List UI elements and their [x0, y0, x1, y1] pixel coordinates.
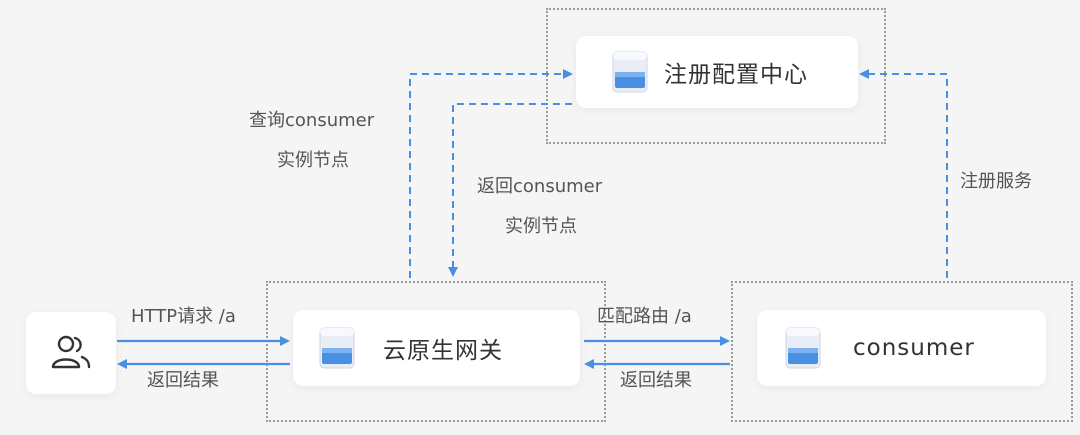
consumer-group — [731, 281, 1073, 422]
server-icon — [612, 51, 648, 93]
edge-return-label-2: 实例节点 — [505, 216, 577, 237]
edge-query-label-1: 查询consumer — [249, 110, 375, 131]
gateway-node: 云原生网关 — [293, 310, 580, 386]
edge-register-label: 注册服务 — [960, 171, 1032, 192]
edge-register-arrow — [859, 69, 948, 278]
users-icon — [51, 335, 91, 369]
consumer-node: consumer — [757, 310, 1046, 386]
consumer-label: consumer — [853, 335, 975, 361]
gateway-label: 云原生网关 — [383, 338, 503, 364]
edge-query-arrow — [409, 69, 573, 278]
gateway-group — [266, 281, 606, 422]
edge-return-label-1: 返回consumer — [477, 176, 603, 197]
server-icon — [319, 327, 355, 369]
registry-node: 注册配置中心 — [576, 36, 858, 108]
server-icon — [785, 327, 821, 369]
edge-return-arrow — [448, 103, 572, 277]
edge-return-result-right-label: 返回结果 — [620, 370, 692, 391]
registry-label: 注册配置中心 — [664, 62, 808, 88]
edge-query-label-2: 实例节点 — [277, 150, 349, 171]
edge-match-route-label: 匹配路由 /a — [597, 306, 692, 327]
registry-group — [546, 8, 886, 144]
edge-http-request-label: HTTP请求 /a — [131, 306, 236, 327]
edge-return-result-left-label: 返回结果 — [147, 370, 219, 391]
user-node — [26, 312, 116, 394]
